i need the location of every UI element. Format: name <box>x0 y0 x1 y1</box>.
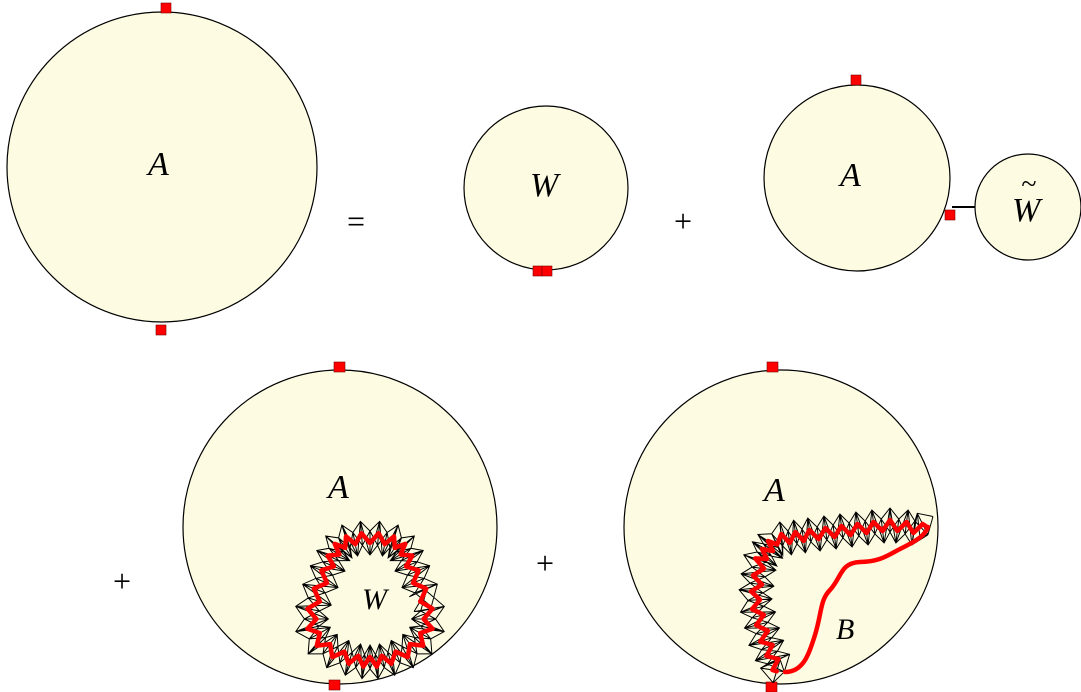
term1-marker-left <box>532 265 543 277</box>
term4-bottom-marker <box>765 681 778 692</box>
term2-side-marker <box>944 209 956 221</box>
term2-small-label: W <box>1012 192 1043 229</box>
term4-inner-label: B <box>836 613 854 646</box>
lhs-label: A <box>146 146 169 183</box>
term2-small-accent: ~ <box>1021 169 1036 200</box>
equals-sign: = <box>347 203 365 239</box>
term2-big-label: A <box>838 157 861 194</box>
term4-disk <box>623 369 939 685</box>
term2-top-marker <box>850 74 862 86</box>
term3-top-marker <box>333 361 346 373</box>
plus-sign-2: + <box>113 563 131 599</box>
term4-red-smooth-path-B <box>782 524 931 675</box>
term4-top-marker <box>766 361 779 373</box>
term3-disk <box>182 369 498 685</box>
term4-red-jagged-path <box>748 517 929 674</box>
lhs-bottom-marker <box>155 324 167 336</box>
term3-inner-label: W <box>362 583 390 616</box>
term3-bottom-marker <box>328 679 341 691</box>
term1-label: W <box>530 167 561 204</box>
term3-red-loop <box>305 531 435 669</box>
term1-marker-right <box>541 265 553 277</box>
plus-sign-3: + <box>536 545 554 581</box>
term4-outer-label: A <box>762 472 785 509</box>
plus-sign-1: + <box>674 203 692 239</box>
term3-outer-label: A <box>326 469 349 506</box>
lhs-top-marker <box>160 2 172 14</box>
